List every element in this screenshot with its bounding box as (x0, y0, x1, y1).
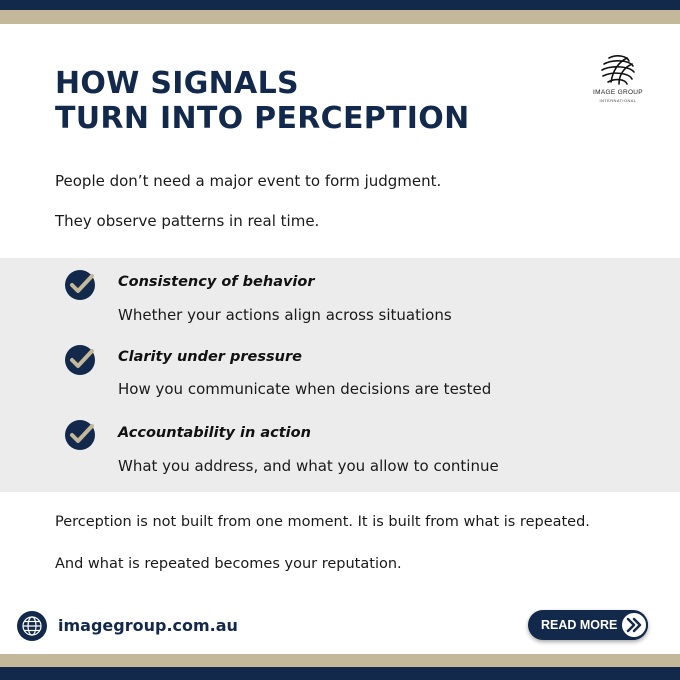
logo-subtitle: INTERNATIONAL (599, 98, 637, 103)
signals-panel (0, 258, 680, 492)
double-chevron-right-icon (626, 617, 642, 633)
signal-3-title: Accountability in action (118, 425, 311, 441)
intro-line-1: People don’t need a major event to form … (55, 172, 442, 190)
checkmark-icon (65, 420, 95, 450)
bottom-navy-bar (0, 667, 680, 680)
signal-2-description: How you communicate when decisions are t… (118, 380, 492, 398)
signal-2-title: Clarity under pressure (118, 349, 302, 365)
bottom-gold-bar (0, 654, 680, 667)
logo-wordmark: IMAGE GROUP (593, 89, 643, 96)
intro-line-2: They observe patterns in real time. (55, 212, 320, 230)
read-more-arrow-button[interactable] (620, 611, 648, 639)
globe-icon (17, 611, 47, 641)
title-line-1: HOW SIGNALS (55, 66, 299, 101)
top-navy-bar (0, 0, 680, 10)
outro-line-1: Perception is not built from one moment.… (55, 514, 590, 530)
read-more-label: READ MORE (541, 618, 618, 632)
checkmark-icon (65, 270, 95, 300)
image-group-logo: IMAGE GROUP INTERNATIONAL (585, 52, 651, 106)
checkmark-icon (65, 345, 95, 375)
signal-3-description: What you address, and what you allow to … (118, 457, 499, 475)
website-link[interactable]: imagegroup.com.au (58, 616, 238, 635)
title-line-2: TURN INTO PERCEPTION (55, 101, 470, 136)
outro-line-2: And what is repeated becomes your reputa… (55, 556, 402, 572)
top-gold-bar (0, 10, 680, 24)
globe-swirl-logo-icon (601, 55, 635, 85)
signal-1-description: Whether your actions align across situat… (118, 306, 452, 324)
signal-1-title: Consistency of behavior (118, 274, 315, 290)
page-title: HOW SIGNALS TURN INTO PERCEPTION (55, 66, 535, 136)
